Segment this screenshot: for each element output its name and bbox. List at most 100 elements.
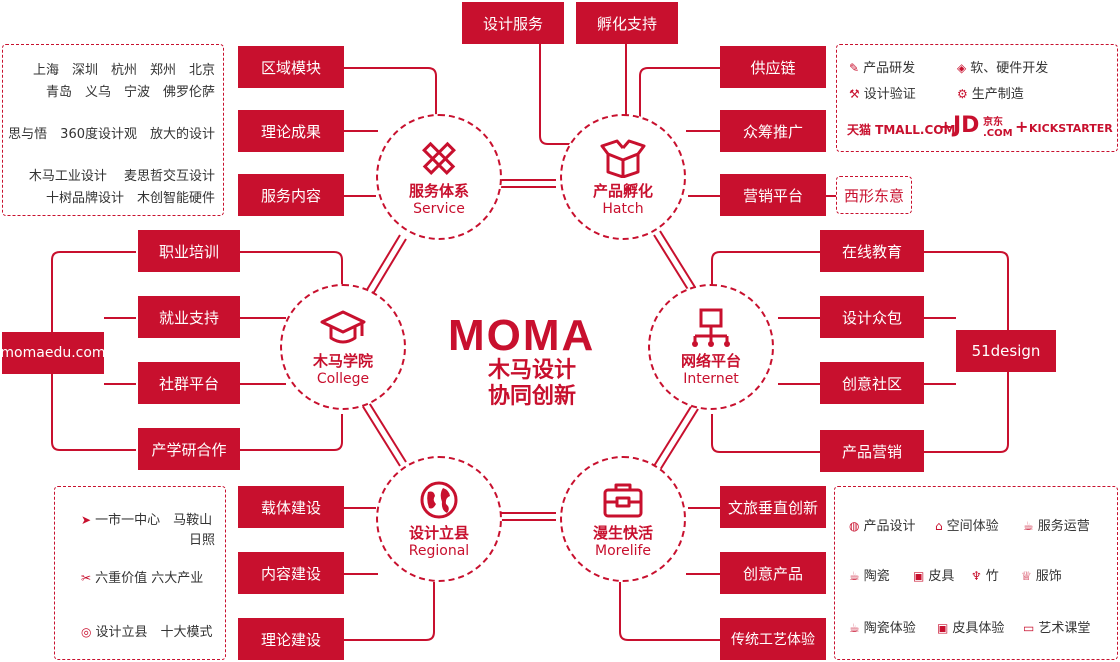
box-service-content[interactable]: 服务内容 [238,174,344,216]
regional-row-2: ✂六重价值 六大产业 [81,567,203,586]
box-culture-tourism[interactable]: 文旅垂直创新 [720,486,826,528]
supply-item-2: ◈软、硬件开发 [957,57,1048,76]
morelife-a2-label: 空间体验 [946,519,999,534]
morelife-c3: ▭艺术课堂 [1023,617,1090,636]
box-creative-community[interactable]: 创意社区 [820,362,924,404]
morelife-c1-label: 陶瓷体验 [863,621,916,636]
factory-icon: ⚙ [957,87,968,101]
globe-icon [420,481,458,518]
morelife-b1: ☕陶瓷 [849,565,890,584]
supply-item-3: ⚒设计验证 [849,83,916,102]
morelife-b1-label: 陶瓷 [863,569,890,584]
morelife-b2-label: 皮具 [928,569,955,584]
regional-row-2-label: 六重价值 六大产业 [95,571,204,586]
box-content-construction[interactable]: 内容建设 [238,552,344,594]
brand-line-2: 协同创新 [488,384,577,409]
lightbulb-icon: ◍ [849,519,860,533]
cities-row-2: 青岛 义乌 宁波 佛罗伦萨 [45,85,215,100]
hub-hatch-title: 产品孵化 [592,181,653,200]
morelife-a3: ☕服务运营 [1023,515,1090,534]
box-creative-products[interactable]: 创意产品 [720,552,826,594]
target-icon: ◎ [81,625,92,639]
box-community-platform[interactable]: 社群平台 [138,362,240,404]
moma-logo: MOMA [448,311,596,360]
hub-service: 服务体系 Service [376,114,502,240]
home-icon: ⌂ [935,519,943,533]
morelife-b2: ▣皮具 [913,565,954,584]
graduation-cap-icon [320,310,366,343]
hub-hatch: 产品孵化 Hatch [560,114,686,240]
cities-row-1: 上海 深圳 杭州 郑州 北京 [32,63,215,78]
supply-item-3-label: 设计验证 [863,87,916,102]
cup-icon: ☕ [1023,519,1034,533]
morelife-a2: ⌂空间体验 [935,515,999,534]
cities-row-5: 十树品牌设计 木创智能硬件 [45,191,215,206]
hub-morelife-title: 漫生快活 [592,523,653,542]
morelife-a3-label: 服务运营 [1037,519,1090,534]
toolbox-icon [603,483,643,517]
morelife-c2: ▣皮具体验 [937,617,1004,636]
ceramic-icon: ☕ [849,621,860,635]
box-theory-construction[interactable]: 理论建设 [238,618,344,660]
panel-cities: 上海 深圳 杭州 郑州 北京 青岛 义乌 宁波 佛罗伦萨 思与悟 360度设计观… [2,44,224,216]
hub-internet: 网络平台 Internet [648,284,774,410]
box-job-training[interactable]: 职业培训 [138,230,240,272]
jd-logo: JD [953,113,980,138]
box-moma-edu[interactable]: momaedu.com [0,332,106,374]
plus-sign-2: + [1015,117,1029,136]
box-employment-support[interactable]: 就业支持 [138,296,240,338]
ceramic-icon: ☕ [849,569,860,583]
box-supply-chain[interactable]: 供应链 [720,46,826,88]
plus-sign-1: + [939,117,953,136]
hub-regional-title: 设计立县 [408,523,469,542]
panel-regional: ➤一市一中心 马鞍山 日照 ✂六重价值 六大产业 ◎设计立县 十大模式 [54,486,226,660]
box-industry-research[interactable]: 产学研合作 [138,428,240,470]
box-online-education[interactable]: 在线教育 [820,230,924,272]
open-box-icon [600,139,646,178]
box-design-service[interactable]: 设计服务 [462,2,564,44]
hub-morelife: 漫生快活 Morelife [560,456,686,582]
morelife-b4: ♕服饰 [1021,565,1062,584]
box-product-marketing[interactable]: 产品营销 [820,430,924,472]
network-icon [692,308,730,347]
regional-row-3: ◎设计立县 十大模式 [81,621,213,640]
box-crowdfunding[interactable]: 众筹推广 [720,110,826,152]
box-marketing-platform[interactable]: 营销平台 [720,174,826,216]
box-carrier-construction[interactable]: 载体建设 [238,486,344,528]
hub-college: 木马学院 College [280,284,406,410]
bamboo-icon: ♆ [971,569,982,583]
tools-icon: ✂ [81,571,92,585]
hub-service-subtitle: Service [413,200,465,217]
box-theory-result[interactable]: 理论成果 [238,110,344,152]
bag-icon: ▣ [937,621,949,635]
hub-internet-subtitle: Internet [683,370,739,387]
panel-supply: ✎产品研发 ◈软、硬件开发 ⚒设计验证 ⚙生产制造 天猫 TMALL.COM +… [836,44,1118,152]
box-51design[interactable]: 51design [956,330,1056,372]
morelife-b4-label: 服饰 [1035,569,1062,584]
tmall-logo: 天猫 TMALL.COM [847,123,956,137]
morelife-a1-label: 产品设计 [863,519,916,534]
hub-service-title: 服务体系 [408,181,469,200]
box-design-crowdsourcing[interactable]: 设计众包 [820,296,924,338]
brand-line-1: 木马设计 [488,358,577,383]
cities-row-3: 思与悟 360度设计观 放大的设计 [8,127,215,142]
hub-college-title: 木马学院 [312,351,373,370]
supply-item-1-label: 产品研发 [863,61,916,76]
regional-row-1-label: 一市一中心 马鞍山 [95,513,213,528]
box-traditional-craft[interactable]: 传统工艺体验 [720,618,826,660]
supply-item-1: ✎产品研发 [849,57,915,76]
hub-internet-title: 网络平台 [680,351,741,370]
morelife-c2-label: 皮具体验 [952,621,1005,636]
ruler-icon: ✎ [849,61,860,75]
center-brand: MOMA 木马设计 协同创新 [448,314,628,410]
cube-icon: ◈ [957,61,967,75]
box-hatch-support[interactable]: 孵化支持 [576,2,678,44]
panel-morelife: ◍产品设计 ⌂空间体验 ☕服务运营 ☕陶瓷 ▣皮具 ♆竹 ♕服饰 ☕陶瓷体验 ▣… [834,486,1118,660]
shirt-icon: ♕ [1021,569,1032,583]
cities-row-4: 木马工业设计 麦思哲交互设计 [28,169,215,184]
easel-icon: ▭ [1023,621,1035,635]
hub-regional-subtitle: Regional [408,542,470,559]
box-region-module[interactable]: 区域模块 [238,46,344,88]
